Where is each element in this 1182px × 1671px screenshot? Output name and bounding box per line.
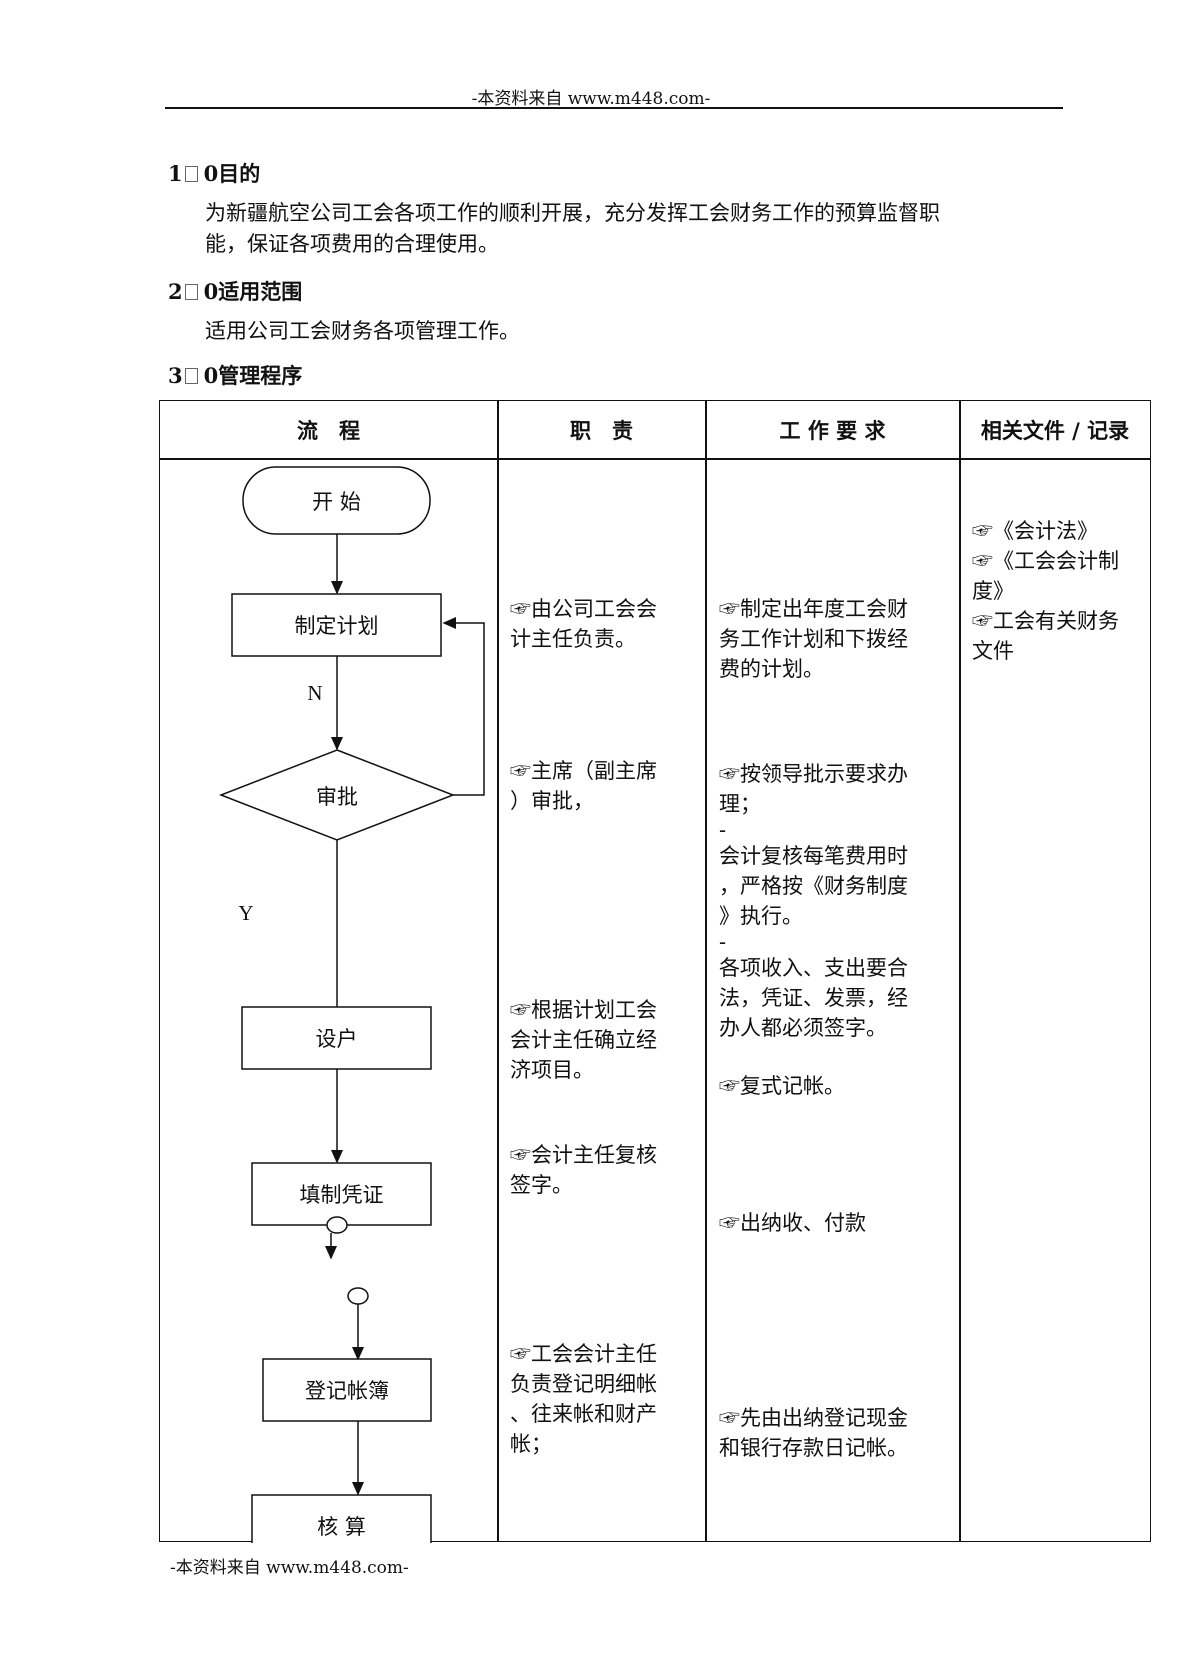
purpose-paragraph: 为新疆航空公司工会各项工作的顺利开展，充分发挥工会财务工作的预算监督职 能，保证… [205, 198, 1065, 260]
related-documents: ☞《会计法》 ☞《工会会计制 度》 ☞工会有关财务 文件 [972, 516, 1147, 666]
duty-line: 会计主任确立经 [510, 1028, 657, 1052]
header-divider [160, 458, 1150, 460]
header-requirements: 工 作 要 求 [779, 417, 886, 443]
connector-bottom [326, 1216, 348, 1234]
approve-label: 审批 [316, 785, 358, 809]
purpose-line-1: 为新疆航空公司工会各项工作的顺利开展，充分发挥工会财务工作的预算监督职 [205, 201, 940, 225]
missing-glyph-box [184, 284, 198, 300]
req-dash: - [719, 930, 727, 954]
flowchart [218, 466, 485, 1543]
duty-line: 、往来帐和财产 [510, 1402, 657, 1426]
req-line: ☞先由出纳登记现金 [719, 1406, 908, 1430]
start-label: 开 始 [312, 490, 361, 514]
ledger-label: 登记帐簿 [305, 1379, 389, 1403]
plan-label: 制定计划 [294, 614, 379, 638]
doc-line: 文件 [972, 639, 1014, 663]
duty-voucher: ☞会计主任复核 签字。 [510, 1140, 680, 1200]
ledger-box [262, 1358, 432, 1422]
duty-line: ☞会计主任复核 [510, 1143, 657, 1167]
duty-line: 济项目。 [510, 1058, 594, 1082]
section-3-heading: 3 0管理程序 [168, 360, 302, 390]
procedure-table: 流 程 职 责 工 作 要 求 相关文件 / 记录 [159, 400, 1151, 1543]
req-line: ☞按领导批示要求办 [719, 762, 908, 786]
req-line: 法，凭证、发票，经 [719, 986, 908, 1010]
duty-setup: ☞根据计划工会 会计主任确立经 济项目。 [510, 995, 680, 1085]
header-documents: 相关文件 / 记录 [980, 417, 1130, 443]
scope-paragraph: 适用公司工会财务各项管理工作。 [205, 319, 520, 343]
doc-accounting-law: ☞《会计法》 [972, 519, 1098, 543]
duty-line: ☞工会会计主任 [510, 1342, 657, 1366]
settle-label: 核 算 [317, 1515, 366, 1539]
plan-box [231, 593, 442, 657]
req-dash: - [719, 818, 727, 842]
connector-top [347, 1287, 369, 1305]
duty-line: ☞由公司工会会 [510, 597, 657, 621]
doc-union-accounting-system: ☞《工会会计制 [972, 549, 1119, 573]
section-title: 0适用范围 [203, 279, 303, 304]
missing-glyph-box [184, 166, 198, 182]
page-footer: -本资料来自 www.m448.com- [170, 1558, 409, 1578]
header-flow: 流 程 [297, 417, 360, 443]
duty-ledger: ☞工会会计主任 负责登记明细帐 、往来帐和财产 帐； [510, 1339, 680, 1459]
purpose-line-2: 能，保证各项费用的合理使用。 [205, 232, 499, 256]
section-title: 0管理程序 [203, 363, 303, 388]
setup-label: 设户 [315, 1027, 358, 1051]
loop-back-line [442, 617, 485, 796]
req-line: 务工作计划和下拨经 [719, 627, 908, 651]
missing-glyph-box [184, 368, 198, 384]
req-line: 会计复核每笔费用时 [719, 844, 908, 868]
duty-line: 计主任负责。 [510, 627, 636, 651]
header-duty: 职 责 [570, 417, 633, 443]
duty-line: 签字。 [510, 1173, 573, 1197]
duty-line: 帐； [510, 1432, 552, 1456]
req-line: 办人都必须签字。 [719, 1016, 887, 1040]
setup-box [241, 1006, 432, 1070]
section-1-heading: 1 0目的 [168, 158, 260, 188]
duty-line: ☞主席（副主席 [510, 759, 657, 783]
req-cashier: ☞出纳收、付款 [719, 1211, 866, 1235]
req-journal: ☞先由出纳登记现金 和银行存款日记帐。 [719, 1403, 934, 1463]
duty-line: 负责登记明细帐 [510, 1372, 657, 1396]
header-rule [165, 107, 1063, 109]
section-number: 1 [168, 161, 183, 186]
req-plan: ☞制定出年度工会财 务工作计划和下拨经 费的计划。 [719, 594, 934, 684]
req-line: ，严格按《财务制度 [719, 874, 908, 898]
settle-box [251, 1494, 432, 1543]
section-number: 2 [168, 279, 183, 304]
doc-line: 度》 [972, 579, 1014, 603]
duty-line: ）审批， [510, 789, 594, 813]
doc-union-finance-files: ☞工会有关财务 [972, 609, 1119, 633]
req-bookkeeping: ☞复式记帐。 [719, 1074, 845, 1098]
column-divider [959, 401, 961, 1541]
column-divider [705, 401, 707, 1541]
voucher-label: 填制凭证 [299, 1183, 384, 1207]
req-line: 》执行。 [719, 904, 803, 928]
req-line: 各项收入、支出要合 [719, 956, 908, 980]
column-divider [497, 401, 499, 1541]
yes-branch-label: Y [238, 901, 254, 925]
req-line: ☞制定出年度工会财 [719, 597, 908, 621]
duty-line: ☞根据计划工会 [510, 998, 657, 1022]
no-branch-label: N [307, 681, 323, 705]
duty-approve: ☞主席（副主席 ）审批， [510, 756, 680, 816]
page-header: -本资料来自 www.m448.com- [471, 89, 711, 109]
voucher-box [251, 1162, 432, 1226]
duty-plan: ☞由公司工会会 计主任负责。 [510, 594, 680, 654]
req-line: 费的计划。 [719, 657, 824, 681]
section-number: 3 [168, 363, 183, 388]
section-2-heading: 2 0适用范围 [168, 276, 302, 306]
req-approve: ☞按领导批示要求办 理； - 会计复核每笔费用时 ，严格按《财务制度 》执行。 … [719, 759, 934, 1043]
section-title: 0目的 [203, 161, 261, 186]
req-line: 和银行存款日记帐。 [719, 1436, 908, 1460]
req-line: 理； [719, 792, 761, 816]
